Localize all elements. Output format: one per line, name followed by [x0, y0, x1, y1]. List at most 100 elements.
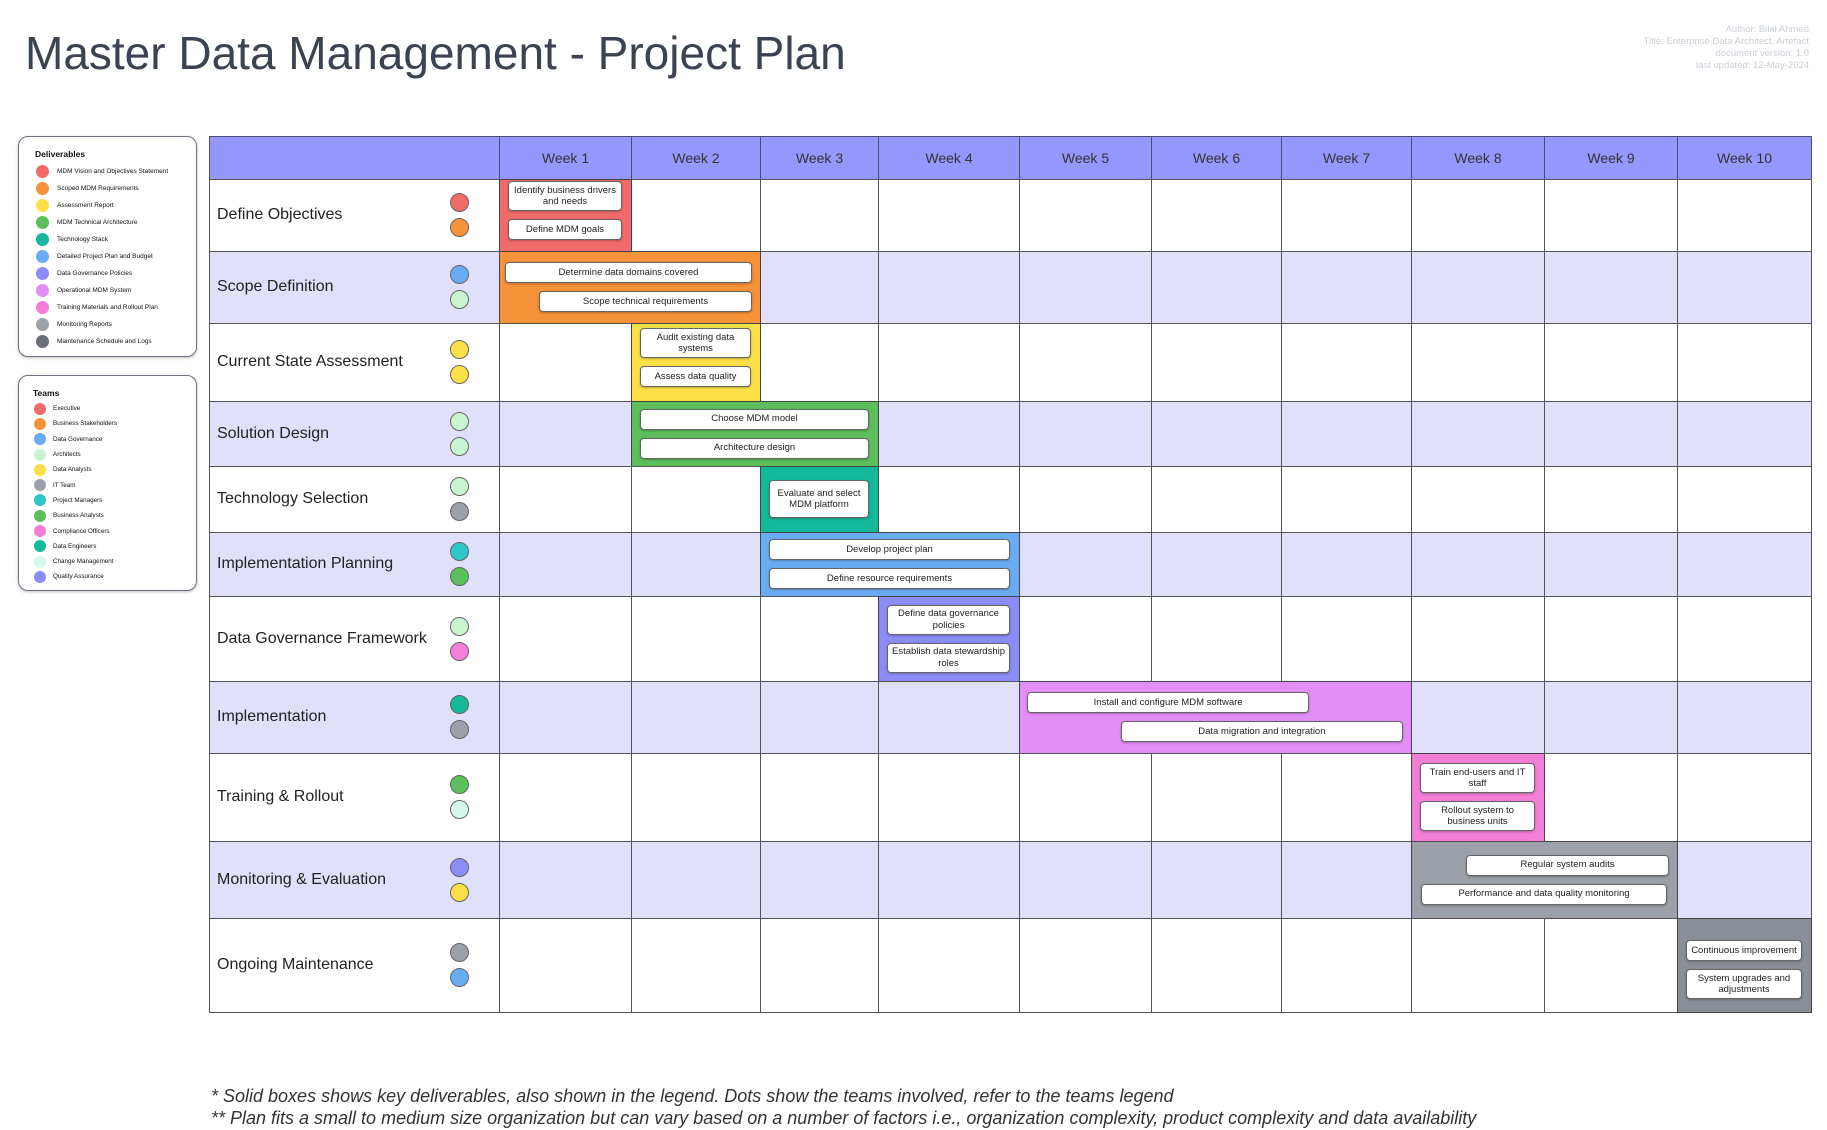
week-cell [631, 753, 761, 842]
team-dot [450, 365, 469, 384]
week-cell [1411, 251, 1545, 324]
teams-legend-item: IT Team [19, 477, 196, 492]
phase-label-cell [209, 401, 500, 467]
week-header: Week 2 [631, 136, 761, 180]
week-cell [499, 841, 632, 919]
team-dot [450, 968, 469, 987]
week-cell [878, 179, 1020, 252]
task-box: Train end-users and IT staff [1420, 763, 1535, 793]
phase-label: Training & Rollout [217, 788, 344, 805]
document-metadata: Author: Bilal Ahmed Title: Enterprise Da… [1644, 24, 1809, 72]
week-header: Week 10 [1677, 136, 1812, 180]
task-box: Audit existing data systems [640, 328, 751, 358]
teams-legend-item: Data Engineers [19, 539, 196, 554]
task-box: Evaluate and select MDM platform [769, 480, 869, 518]
team-dot [450, 641, 469, 661]
teams-legend-item: Quality Assurance [19, 569, 196, 584]
week-cell [878, 401, 1020, 467]
week-cell [760, 251, 879, 324]
teams-color-swatch [34, 402, 46, 415]
week-cell [1019, 179, 1152, 252]
week-header: Week 3 [760, 136, 879, 180]
phase-label-cell [209, 841, 500, 919]
week-cell [1677, 323, 1812, 402]
deliverables-legend-item: Technology Stack [19, 231, 196, 248]
phase-label: Implementation Planning [217, 555, 394, 572]
week-cell [1151, 466, 1282, 533]
phase-label-cell [209, 753, 500, 842]
week-cell [1281, 596, 1412, 682]
week-cell [1151, 179, 1282, 252]
week-cell [1677, 841, 1812, 919]
teams-color-swatch [34, 509, 46, 522]
header-corner-cell [209, 136, 500, 180]
week-cell [1411, 401, 1545, 467]
team-dot [450, 193, 469, 212]
week-header: Week 7 [1281, 136, 1412, 180]
deliverables-legend-item: Operational MDM System [19, 282, 196, 299]
task-box: Architecture design [640, 437, 869, 459]
deliverables-legend-label: Monitoring Reports [57, 321, 112, 328]
team-dot [450, 477, 469, 496]
deliverables-color-swatch [36, 284, 49, 297]
phase-label: Current State Assessment [217, 353, 403, 370]
deliverables-legend-label: Technology Stack [57, 236, 108, 243]
teams-legend-label: Compliance Officers [53, 527, 110, 535]
teams-legend-item: Compliance Officers [19, 523, 196, 538]
phase-label: Monitoring & Evaluation [217, 870, 386, 888]
week-cell [1544, 179, 1678, 252]
deliverables-legend-label: Scoped MDM Requirements [57, 185, 139, 192]
updated-text: last updated: 12-May-2024 [1695, 60, 1809, 71]
week-cell [1151, 841, 1282, 919]
week-cell [499, 323, 632, 402]
week-cell [1151, 753, 1282, 842]
deliverables-color-swatch [36, 301, 49, 314]
deliverables-color-swatch [36, 182, 49, 195]
footnote-1: * Solid boxes shows key deliverables, al… [211, 1086, 1174, 1106]
week-cell [760, 753, 879, 842]
week-cell [1019, 466, 1152, 533]
team-dot [450, 882, 469, 902]
deliverables-color-swatch [36, 199, 49, 212]
week-cell [1411, 532, 1545, 597]
week-cell [1019, 596, 1152, 682]
task-box: Choose MDM model [640, 408, 869, 430]
task-box: Determine data domains covered [505, 262, 752, 283]
deliverables-legend-item: Monitoring Reports [19, 316, 196, 333]
week-cell [499, 466, 632, 533]
week-cell [1411, 323, 1545, 402]
week-cell [631, 532, 761, 597]
phase-label: Ongoing Maintenance [217, 956, 374, 973]
deliverables-legend: Deliverables MDM Vision and Objectives S… [18, 136, 197, 357]
author-text: Author: Bilal Ahmed [1725, 24, 1809, 35]
week-cell [631, 681, 761, 754]
team-dot [450, 290, 469, 309]
task-box: Assess data quality [640, 366, 751, 387]
task-box: Install and configure MDM software [1027, 692, 1310, 713]
version-text: document version: 1.0 [1715, 48, 1809, 59]
teams-legend-label: Change Management [53, 558, 114, 566]
teams-color-swatch [34, 540, 46, 553]
week-cell [878, 918, 1020, 1013]
deliverables-legend-item: Assessment Report [19, 197, 196, 214]
task-box: Data migration and integration [1120, 721, 1403, 742]
week-header: Week 1 [499, 136, 632, 180]
deliverables-legend-label: Assessment Report [57, 202, 114, 209]
week-cell [499, 753, 632, 842]
week-cell [1677, 466, 1812, 533]
page-title: Master Data Management - Project Plan [25, 27, 846, 79]
deliverables-legend-title: Deliverables [35, 149, 86, 159]
deliverables-color-swatch [36, 233, 49, 246]
teams-legend-item: Change Management [19, 554, 196, 569]
week-cell [1544, 466, 1678, 533]
week-cell [878, 251, 1020, 324]
week-cell [1281, 918, 1412, 1013]
deliverables-legend-item: Detailed Project Plan and Budget [19, 248, 196, 265]
task-box: Define data governance policies [887, 604, 1010, 635]
teams-legend-item: Data Analysts [19, 462, 196, 477]
week-cell [878, 753, 1020, 842]
deliverables-color-swatch [36, 267, 49, 280]
phase-label-cell [209, 681, 500, 754]
task-box: Performance and data quality monitoring [1421, 883, 1667, 905]
week-cell [878, 323, 1020, 402]
